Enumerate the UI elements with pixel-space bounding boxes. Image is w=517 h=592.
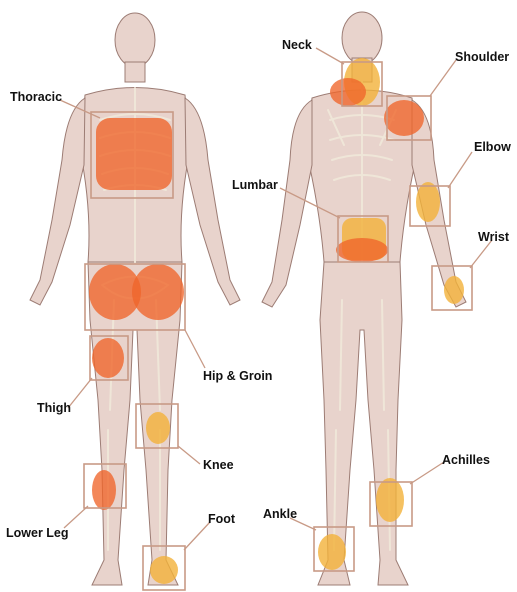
label-knee: Knee bbox=[203, 458, 234, 472]
label-wrist: Wrist bbox=[478, 230, 510, 244]
label-lower-leg: Lower Leg bbox=[6, 526, 69, 540]
label-ankle: Ankle bbox=[263, 507, 297, 521]
label-thigh: Thigh bbox=[37, 401, 71, 415]
back-figure bbox=[262, 12, 466, 585]
label-hip-groin: Hip & Groin bbox=[203, 369, 272, 383]
label-achilles: Achilles bbox=[442, 453, 490, 467]
label-lumbar: Lumbar bbox=[232, 178, 278, 192]
label-thoracic: Thoracic bbox=[10, 90, 62, 104]
label-neck: Neck bbox=[282, 38, 312, 52]
label-foot: Foot bbox=[208, 512, 236, 526]
label-shoulder: Shoulder bbox=[455, 50, 509, 64]
label-elbow: Elbow bbox=[474, 140, 511, 154]
